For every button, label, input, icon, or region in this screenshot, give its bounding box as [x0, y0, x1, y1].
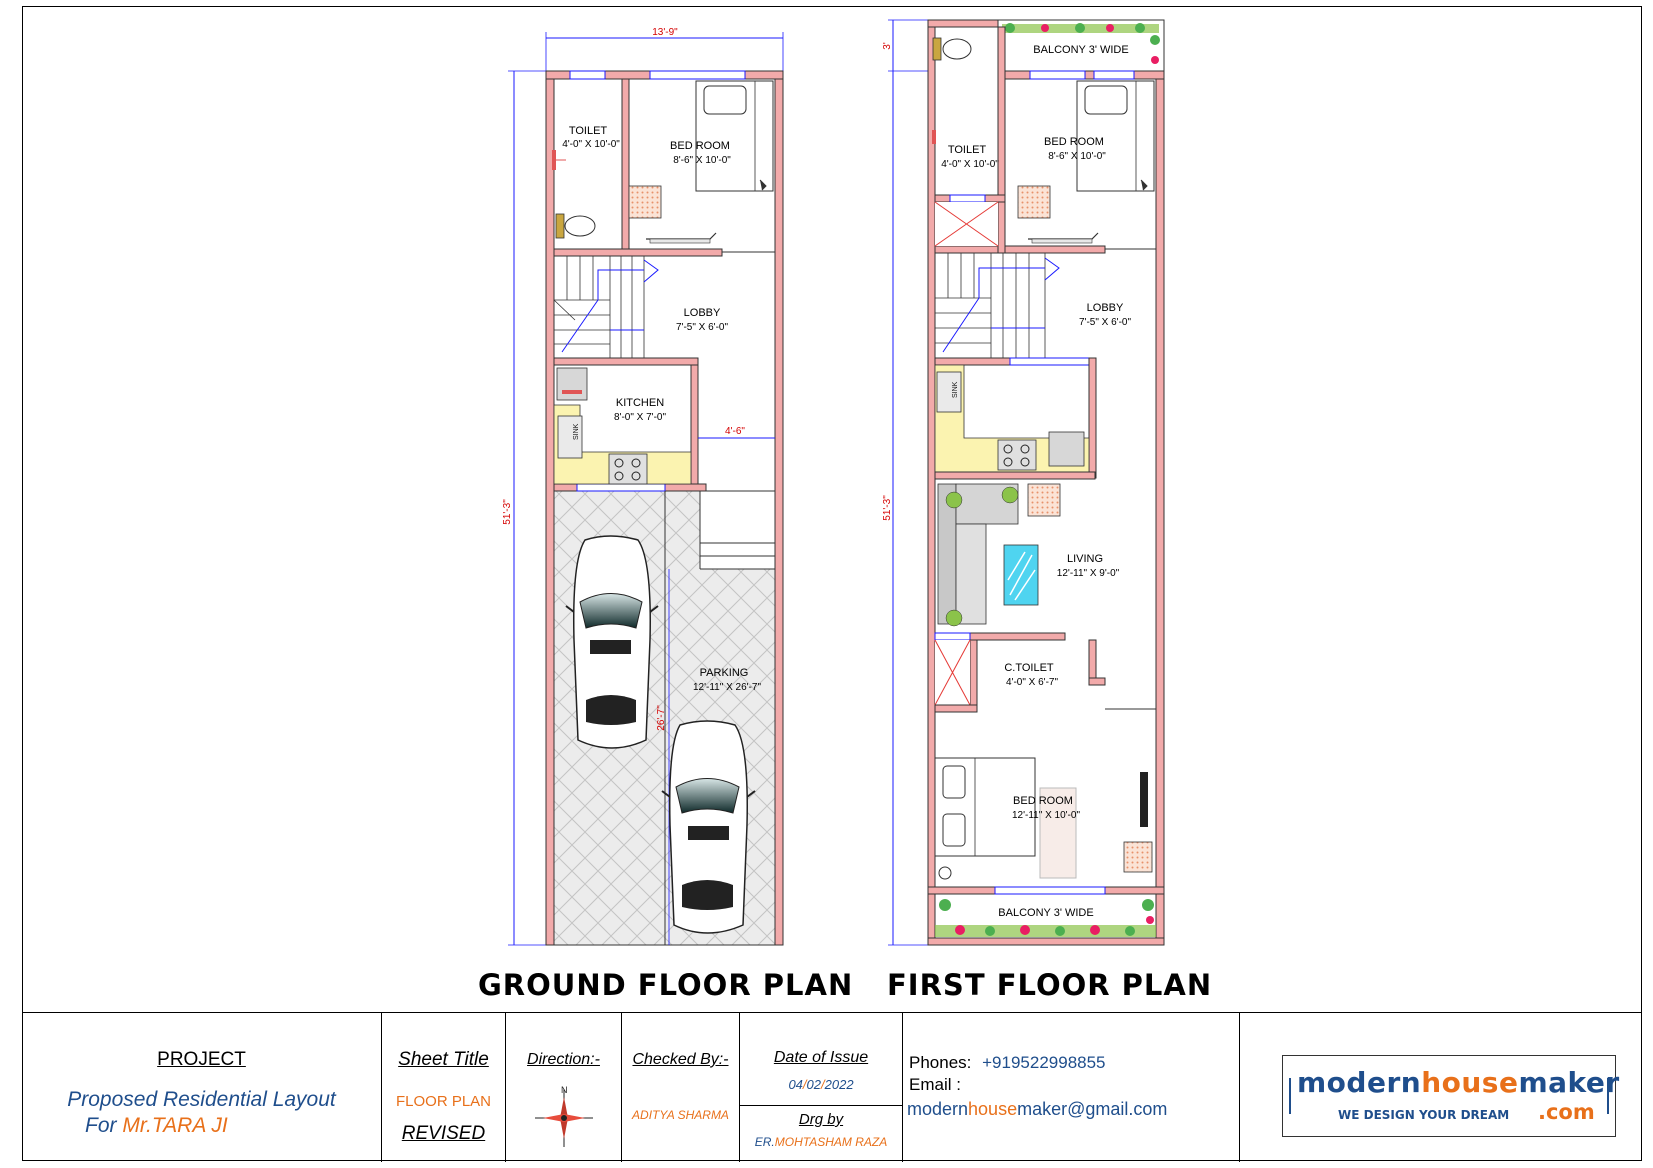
email-part-2: house: [968, 1099, 1018, 1119]
project-heading: PROJECT: [157, 1049, 246, 1070]
first-lobby-label: LOBBY: [1087, 302, 1124, 314]
date-sep-2: /: [821, 1077, 825, 1092]
first-ctoilet-label: C.TOILET: [1004, 662, 1054, 674]
ground-parking-size: 12'-11" X 26'-7": [693, 682, 761, 693]
project-client-name: Mr.TARA JI: [122, 1114, 228, 1137]
date-heading: Date of Issue: [773, 1049, 869, 1066]
first-living-size: 12'-11" X 9'-0": [1057, 568, 1120, 579]
sheet-title-value: FLOOR PLAN: [395, 1093, 492, 1110]
email-part-3: maker@gmail.com: [1017, 1099, 1168, 1119]
bottom-balcony-plants: [935, 899, 1156, 937]
car-1: [565, 535, 659, 749]
first-bottom-balcony-label: BALCONY 3' WIDE: [998, 907, 1093, 919]
ground-toilet-size: 4'-0" X 10'-0": [562, 139, 620, 150]
ground-stair-width-dimension: 4'-6": [725, 426, 745, 437]
first-floor-plan: 3' 51'-3" BALCONY 3' WIDE: [882, 19, 1165, 946]
first-top-balcony-label: BALCONY 3' WIDE: [1033, 44, 1128, 56]
project-cell: PROJECT Proposed Residential Layout For …: [22, 1013, 382, 1162]
ground-kitchen-sink-label: SINK: [573, 423, 580, 440]
ground-bedroom-label: BED ROOM: [670, 140, 730, 152]
drawn-by-prefix: ER.: [754, 1135, 775, 1149]
date-cell: Date of Issue 04/02/2022 Drg by ER.MOHTA…: [740, 1013, 903, 1162]
sheet-revised: REVISED: [401, 1123, 486, 1144]
ground-bedroom-size: 8'-6" X 10'-0": [673, 155, 731, 166]
project-for-text: For: [85, 1114, 123, 1137]
date-sep-1: /: [802, 1077, 807, 1092]
checked-by-name: ADITYA SHARMA: [632, 1108, 729, 1122]
ground-floor-plan: 13'-9" 51'-3": [502, 27, 784, 946]
phones-line: Phones: +919522998855: [909, 1053, 1106, 1073]
title-block: PROJECT Proposed Residential Layout For …: [22, 1012, 1642, 1162]
top-balcony-plants: [1002, 23, 1160, 64]
ground-toilet-label: TOILET: [569, 125, 608, 137]
first-bedroom-size: 8'-6" X 10'-0": [1048, 151, 1106, 162]
drawing-frame: [22, 6, 1642, 1161]
phones-value: +919522998855: [982, 1053, 1106, 1072]
ground-kitchen-label: KITCHEN: [616, 397, 664, 409]
first-toilet-size: 4'-0" X 10'-0": [941, 159, 999, 170]
first-bedroom2-size: 12'-11" X 10'-0": [1012, 810, 1080, 821]
ground-parking-dimension: 26'-7": [656, 705, 667, 731]
first-kitchen-sink-label: SINK: [952, 381, 959, 398]
direction-heading: Direction:-: [527, 1051, 600, 1068]
sheet-title-heading: Sheet Title: [398, 1049, 489, 1070]
first-height-dimension: 51'-3": [882, 495, 893, 521]
contact-cell: Phones: +919522998855 Email : modernhous…: [903, 1013, 1240, 1162]
drawn-by-heading: Drg by: [798, 1111, 844, 1128]
ground-kitchen-size: 8'-0" X 7'-0": [614, 412, 667, 423]
logo-part-1: modern: [1297, 1066, 1422, 1099]
checked-by-cell: Checked By:- ADITYA SHARMA: [622, 1013, 740, 1162]
ground-parking-label: PARKING: [700, 667, 749, 679]
logo-tagline: WE DESIGN YOUR DREAM: [1338, 1108, 1510, 1122]
ground-lobby-size: 7'-5" X 6'-0": [676, 322, 729, 333]
ground-floor-plan-title: GROUND FLOOR PLAN: [478, 968, 854, 1002]
first-lobby-size: 7'-5" X 6'-0": [1079, 317, 1132, 328]
logo-com: .com: [1538, 1100, 1595, 1124]
first-bedroom-label: BED ROOM: [1044, 136, 1104, 148]
project-client-line: For Mr.TARA JI: [85, 1114, 228, 1138]
car-2: [661, 720, 756, 934]
date-value: 04/02/2022: [740, 1077, 902, 1092]
checked-by-heading: Checked By:-: [632, 1051, 729, 1068]
date-month: 02: [806, 1077, 821, 1092]
logo-right-bar-icon: [1607, 1078, 1609, 1114]
email-value[interactable]: modernhousemaker@gmail.com: [907, 1099, 1167, 1120]
ground-height-dimension: 51'-3": [502, 499, 513, 525]
phones-label: Phones:: [909, 1053, 972, 1072]
ground-width-dimension: 13'-9": [652, 27, 678, 38]
first-living-label: LIVING: [1067, 553, 1103, 565]
company-logo: modernhousemaker WE DESIGN YOUR DREAM .c…: [1282, 1055, 1619, 1137]
drawn-by-person: MOHTASHAM RAZA: [774, 1135, 888, 1149]
email-label: Email :: [909, 1075, 961, 1094]
logo-wordmark: modernhousemaker: [1297, 1066, 1620, 1099]
first-bedroom2-label: BED ROOM: [1013, 795, 1073, 807]
project-description: Proposed Residential Layout: [67, 1088, 336, 1111]
first-floor-plan-title: FIRST FLOOR PLAN: [887, 968, 1213, 1002]
email-part-1: modern: [907, 1099, 969, 1119]
ground-lobby-label: LOBBY: [684, 307, 721, 319]
first-balcony-dimension: 3': [882, 42, 893, 50]
sheet-title-cell: Sheet Title FLOOR PLAN REVISED: [382, 1013, 506, 1162]
logo-left-bar-icon: [1289, 1078, 1291, 1114]
first-ctoilet-size: 4'-0" X 6'-7": [1006, 677, 1059, 688]
compass-icon: N: [535, 1085, 593, 1147]
logo-part-2: house: [1421, 1066, 1519, 1099]
direction-cell: Direction:- N: [506, 1013, 622, 1162]
logo-part-3: maker: [1518, 1066, 1620, 1099]
drawn-by-name: ER.MOHTASHAM RAZA: [740, 1135, 902, 1149]
svg-text:N: N: [561, 1085, 568, 1095]
date-year: 2022: [824, 1077, 854, 1092]
date-day: 04: [788, 1077, 803, 1092]
first-toilet-label: TOILET: [948, 144, 987, 156]
